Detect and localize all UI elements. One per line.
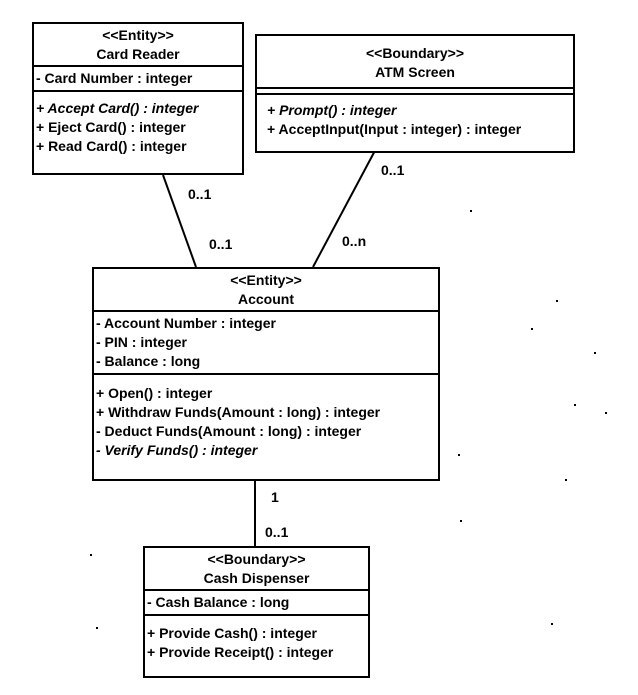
- attribute-row: - Card Number : integer: [36, 70, 193, 86]
- attribute-row: - PIN : integer: [96, 334, 188, 350]
- operation-row: + Open() : integer: [96, 385, 213, 401]
- class-atm-screen[interactable]: <<Boundary>> ATM Screen + Prompt() : int…: [255, 34, 575, 153]
- attribute-row: - Balance : long: [96, 353, 201, 369]
- class-name: Cash Dispenser: [203, 570, 310, 586]
- class-card-reader[interactable]: <<Entity>> Card Reader - Card Number : i…: [32, 22, 244, 175]
- class-name: ATM Screen: [375, 64, 455, 80]
- scan-speck: [556, 300, 558, 302]
- multiplicity-label: 0..1: [188, 186, 212, 202]
- scan-speck: [605, 412, 607, 414]
- operation-compartment: + Provide Cash() : integer + Provide Rece…: [145, 614, 368, 664]
- class-account[interactable]: <<Entity>> Account - Account Number : in…: [92, 267, 440, 481]
- multiplicity-label: 0..1: [265, 524, 289, 540]
- multiplicity-label: 0..n: [342, 233, 367, 249]
- scan-speck: [565, 479, 567, 481]
- class-stereotype: <<Boundary>>: [365, 45, 465, 61]
- operation-row: + Withdraw Funds(Amount : long) : intege…: [96, 404, 381, 420]
- class-name: Card Reader: [96, 46, 180, 62]
- multiplicity-label: 1: [271, 489, 279, 505]
- class-cash-dispenser[interactable]: <<Boundary>> Cash Dispenser - Cash Balan…: [143, 546, 370, 678]
- scan-speck: [470, 210, 472, 212]
- operation-row: + Accept Card() : integer: [36, 100, 199, 116]
- attribute-row: - Cash Balance : long: [147, 594, 290, 610]
- scan-speck: [551, 623, 553, 625]
- operation-compartment: + Open() : integer + Withdraw Funds(Amoun…: [94, 373, 438, 462]
- operation-row: + Eject Card() : integer: [36, 119, 186, 135]
- operation-row: + Provide Cash() : integer: [147, 625, 317, 641]
- class-name: Account: [238, 291, 294, 307]
- attribute-compartment: [257, 87, 573, 93]
- operation-compartment: + Accept Card() : integer + Eject Card() …: [34, 90, 242, 158]
- operation-row: - Deduct Funds(Amount : long) : integer: [96, 423, 362, 439]
- operation-compartment: + Prompt() : integer + AcceptInput(Input …: [257, 93, 573, 141]
- association-line-cardreader-account: [162, 174, 197, 268]
- scan-speck: [594, 352, 596, 354]
- scan-speck: [574, 404, 576, 406]
- class-header: <<Boundary>> Cash Dispenser: [145, 548, 368, 589]
- operation-row: + Provide Receipt() : integer: [147, 644, 334, 660]
- class-stereotype: <<Boundary>>: [207, 551, 306, 567]
- operation-row: + Prompt() : integer: [267, 102, 397, 118]
- operation-row: + Read Card() : integer: [36, 138, 187, 154]
- class-stereotype: <<Entity>>: [102, 27, 174, 43]
- multiplicity-label: 0..1: [209, 236, 233, 252]
- class-header: <<Entity>> Account: [94, 269, 438, 310]
- attribute-row: - Account Number : integer: [96, 315, 276, 331]
- scan-speck: [96, 627, 98, 629]
- scan-speck: [531, 328, 533, 330]
- scan-speck: [458, 454, 460, 456]
- class-stereotype: <<Entity>>: [230, 272, 302, 288]
- attribute-compartment: - Card Number : integer: [34, 65, 242, 90]
- operation-row: - Verify Funds() : integer: [96, 442, 258, 458]
- attribute-compartment: - Cash Balance : long: [145, 589, 368, 614]
- operation-row: + AcceptInput(Input : integer) : integer: [267, 121, 522, 137]
- scan-speck: [90, 554, 92, 556]
- attribute-compartment: - Account Number : integer - PIN : intege…: [94, 310, 438, 373]
- multiplicity-label: 0..1: [381, 162, 405, 178]
- class-header: <<Boundary>> ATM Screen: [257, 36, 573, 87]
- scan-speck: [460, 520, 462, 522]
- association-line-atmscreen-account: [312, 144, 379, 268]
- class-header: <<Entity>> Card Reader: [34, 24, 242, 65]
